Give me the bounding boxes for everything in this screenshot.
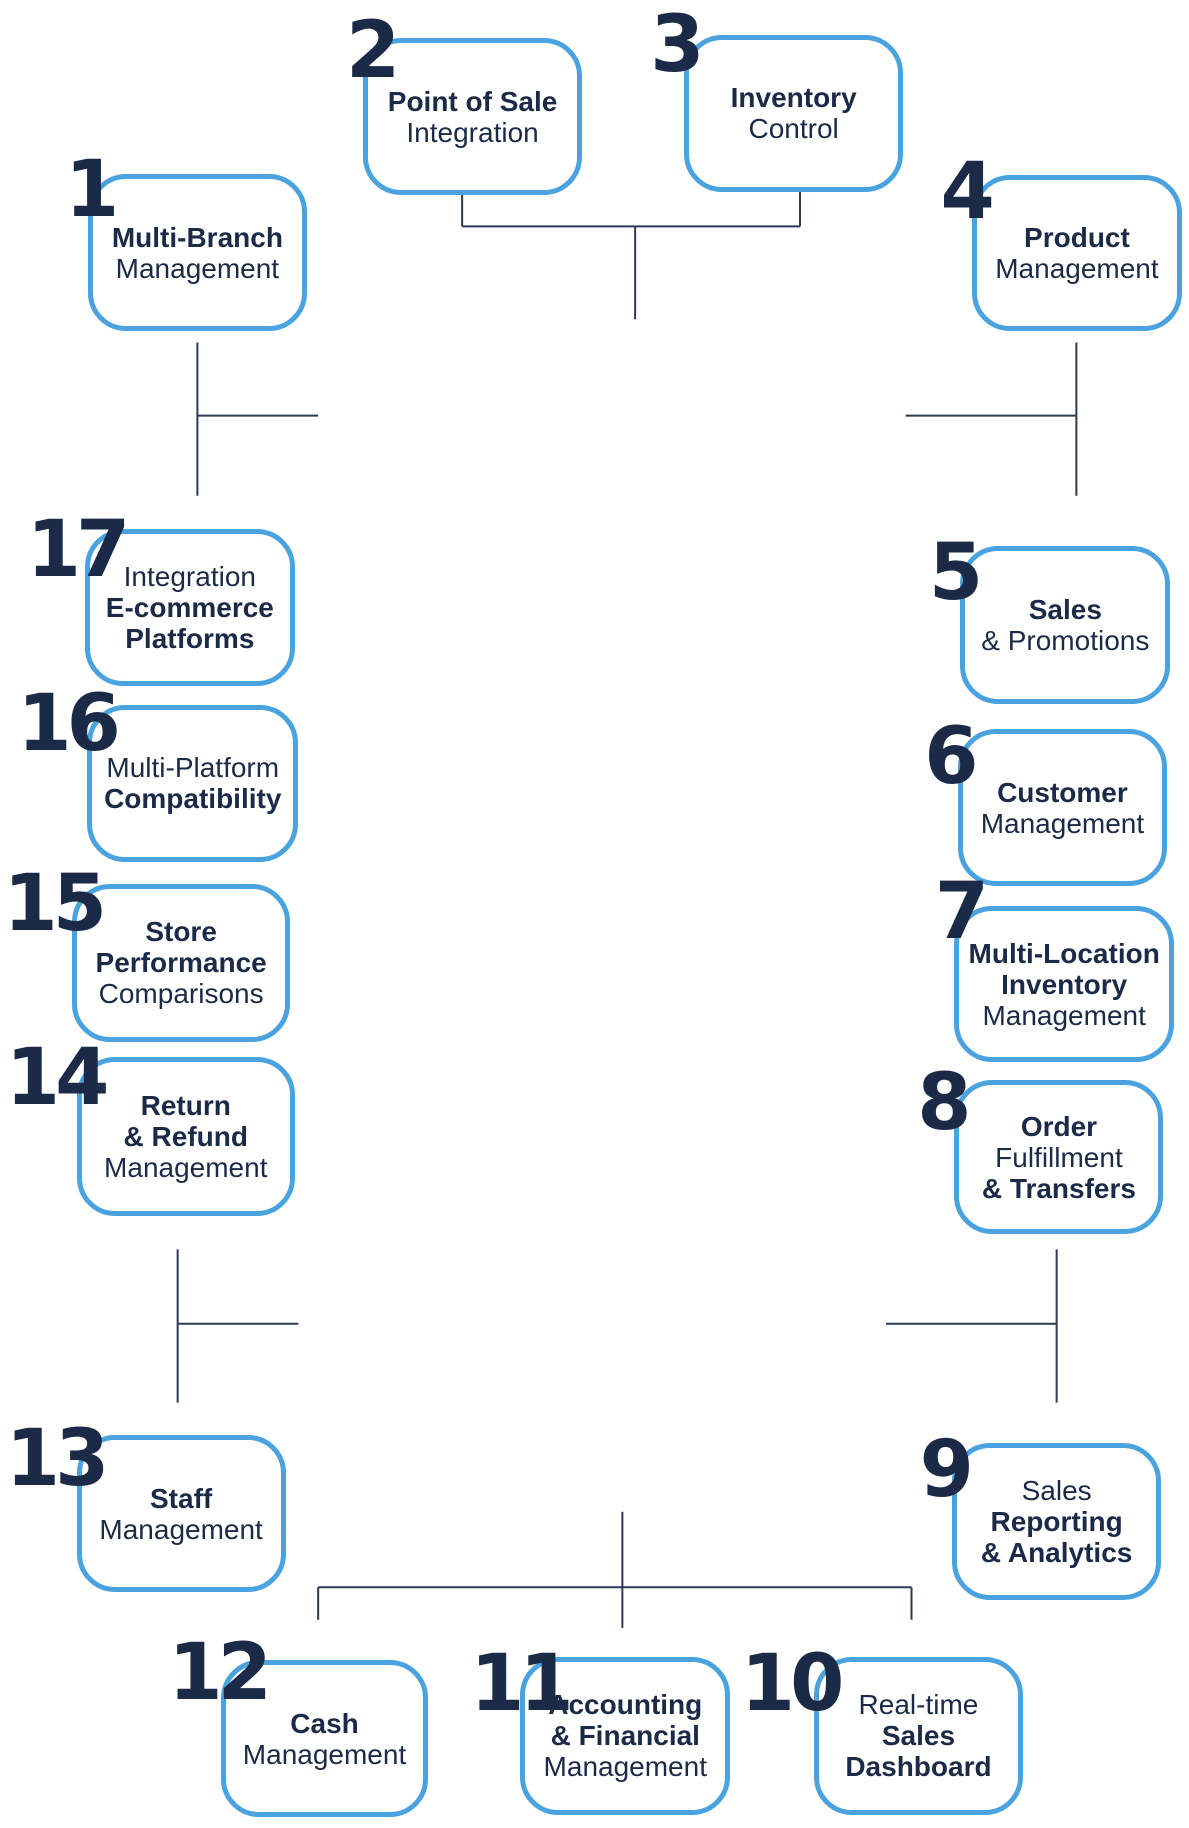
feature-label-line: Management [543, 1751, 707, 1783]
feature-label-line: Product [1024, 222, 1130, 254]
feature-label-line: Management [242, 1738, 407, 1770]
feature-number-17: 17 [26, 504, 131, 595]
feature-number-6: 6 [924, 711, 978, 802]
feature-label-line: Customer [997, 776, 1128, 808]
feature-label-line: Integration [406, 116, 539, 148]
feature-label-line: Multi-Platform [106, 752, 280, 784]
feature-number-14: 14 [5, 1033, 110, 1124]
feature-number-1: 1 [65, 144, 119, 235]
feature-label-line: Store [145, 916, 217, 948]
feature-label-line: Multi-Branch [111, 221, 283, 253]
feature-number-8: 8 [917, 1057, 971, 1148]
feature-label-line: Management [104, 1151, 268, 1183]
feature-label-line: Real-time [858, 1689, 979, 1721]
feature-number-2: 2 [346, 5, 400, 96]
feature-number-13: 13 [5, 1414, 110, 1505]
feature-label-line: Order [1020, 1110, 1098, 1142]
feature-label-line: & Refund [123, 1120, 248, 1152]
feature-label-line: Sales [1028, 593, 1102, 625]
feature-label-line: E-commerce [105, 592, 274, 624]
feature-label-line: Point of Sale [387, 85, 558, 117]
feature-label-line: Comparisons [98, 978, 264, 1010]
feature-label-line: Performance [95, 947, 267, 979]
feature-number-9: 9 [919, 1424, 974, 1515]
feature-number-11: 11 [470, 1639, 574, 1730]
feature-label-line: Inventory [730, 82, 857, 114]
feature-label-line: & Transfers [981, 1172, 1136, 1204]
feature-label-line: Compatibility [104, 783, 282, 815]
feature-label-line: & Financial [550, 1720, 700, 1752]
feature-label-line: Management [995, 253, 1159, 285]
feature-label-line: Dashboard [845, 1751, 992, 1783]
feature-label-line: Integration [123, 561, 256, 593]
feature-label-line: Management [982, 999, 1146, 1031]
feature-label-line: Management [980, 807, 1145, 839]
feature-label-line: Staff [150, 1482, 213, 1514]
feature-label-line: Multi-Location [968, 937, 1160, 969]
feature-label-line: Cash [290, 1707, 359, 1739]
feature-number-16: 16 [17, 679, 121, 770]
feature-number-7: 7 [934, 867, 989, 958]
feature-number-15: 15 [3, 859, 107, 950]
feature-label-line: Platforms [125, 623, 255, 655]
feature-label-line: Accounting [548, 1689, 703, 1721]
feature-number-4: 4 [940, 147, 995, 238]
feature-label-line: Inventory [1001, 968, 1128, 1000]
feature-label-line: Fulfillment [995, 1141, 1123, 1173]
feature-number-3: 3 [650, 0, 704, 90]
feature-label-line: Management [115, 252, 280, 284]
feature-label-line: Management [99, 1513, 263, 1545]
feature-number-5: 5 [928, 528, 983, 619]
feature-box-5: Sales& Promotions [960, 545, 1171, 704]
feature-label-line: & Analytics [980, 1537, 1133, 1569]
feature-label-line: Sales [1021, 1475, 1092, 1507]
feature-label-line: & Promotions [981, 624, 1150, 656]
feature-label-line: Sales [881, 1720, 956, 1752]
feature-label-line: Control [748, 113, 839, 145]
feature-number-12: 12 [168, 1627, 272, 1718]
feature-label-line: Return [140, 1089, 231, 1121]
feature-number-10: 10 [740, 1639, 845, 1730]
feature-label-line: Reporting [990, 1506, 1123, 1538]
